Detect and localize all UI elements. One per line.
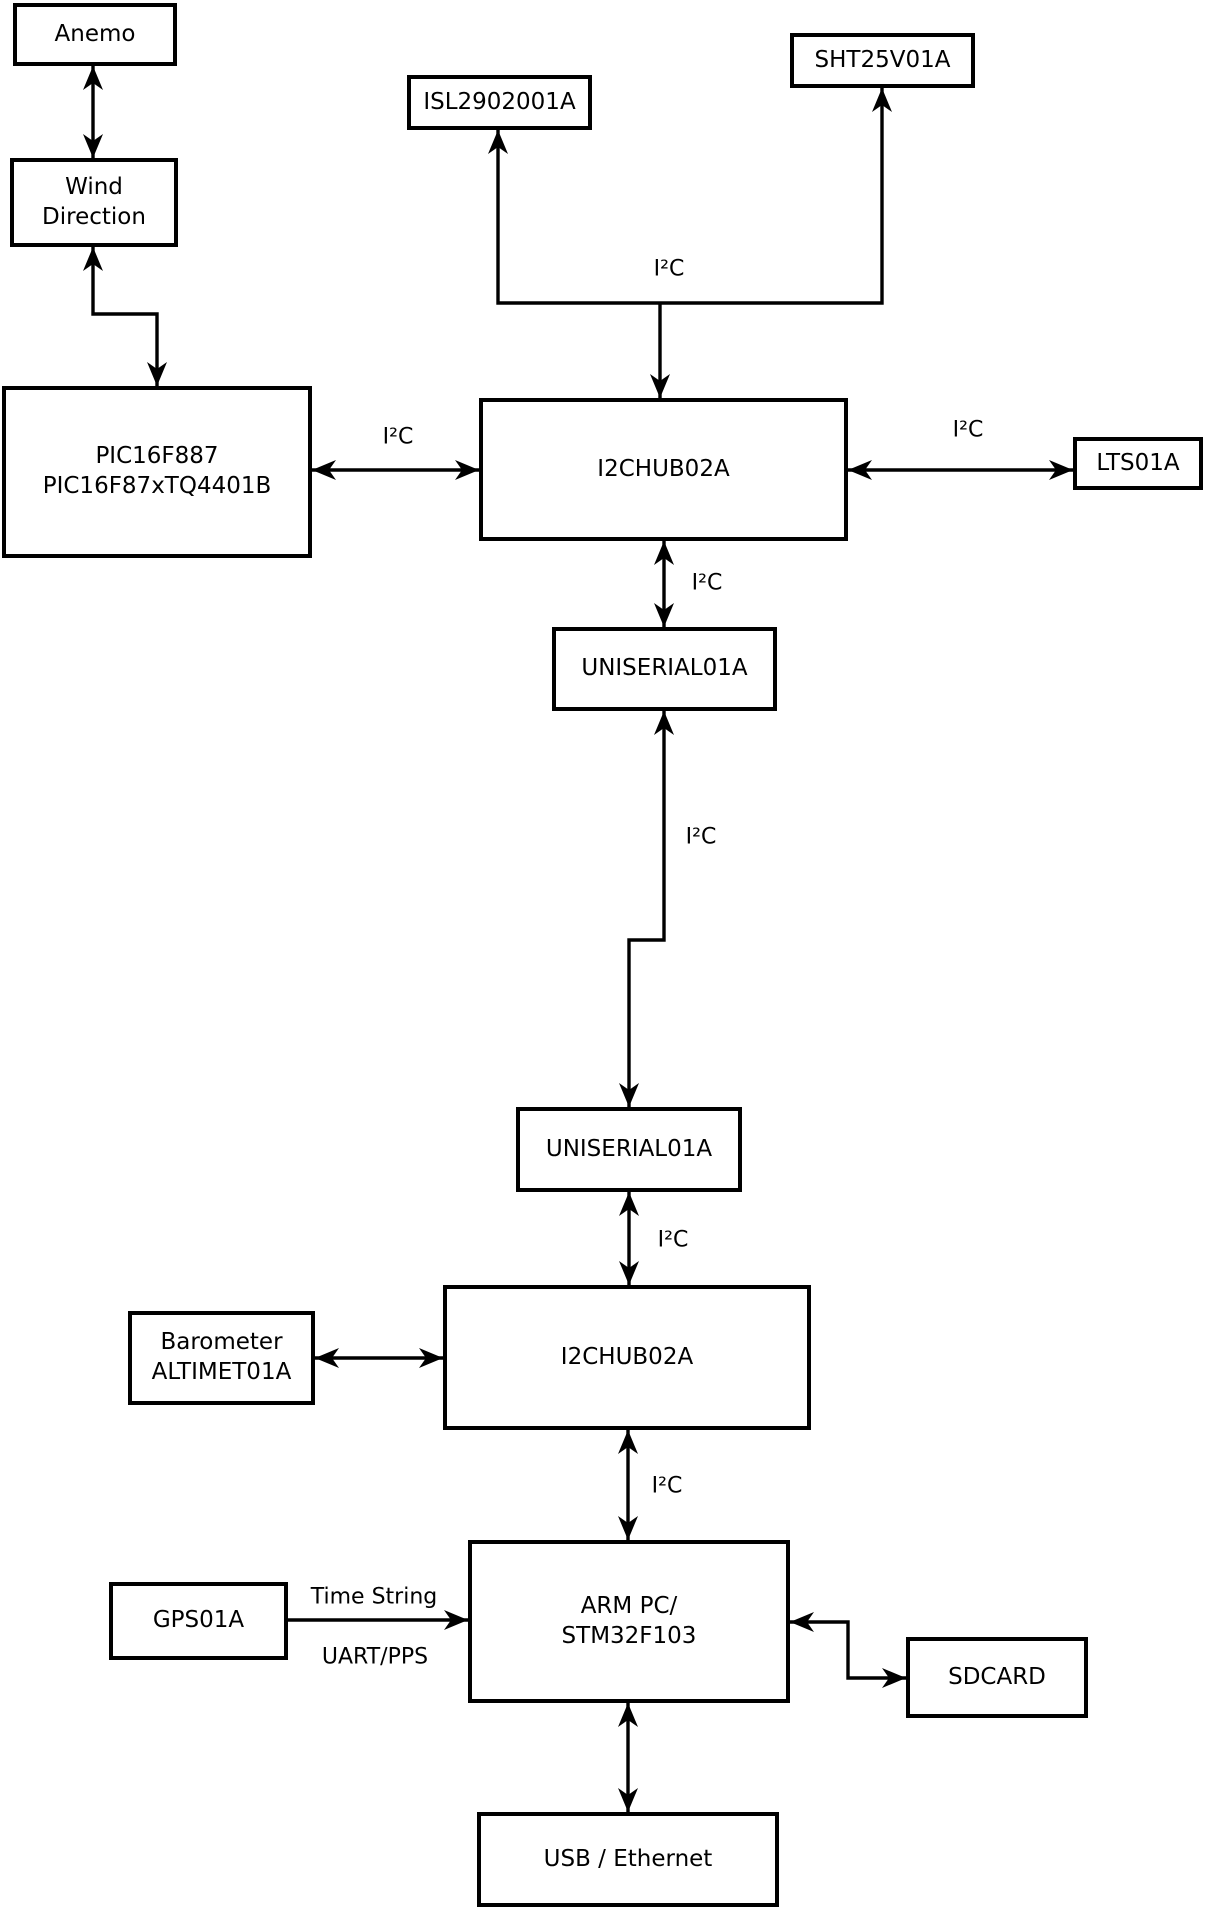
node-sdcard: SDCARD: [906, 1637, 1088, 1718]
node-barometer-altimet01a: Barometer ALTIMET01A: [128, 1311, 315, 1405]
node-isl2902001a: ISL2902001A: [407, 75, 592, 130]
edge-label-time-string: Time String: [308, 1584, 440, 1610]
edge-label-hub-lts-i2c: I²C: [950, 417, 986, 443]
edge-label-bus-i2c: I²C: [651, 256, 687, 282]
node-uniserial01a-lower: UNISERIAL01A: [516, 1107, 742, 1192]
node-anemo: Anemo: [13, 3, 177, 66]
node-pic16f887: PIC16F887 PIC16F87xTQ4401B: [2, 386, 312, 558]
edge-label-hub2-arm-i2c: I²C: [649, 1473, 685, 1499]
connector-bus-isl-sht: [488, 88, 892, 305]
node-uniserial01a-upper: UNISERIAL01A: [552, 627, 777, 711]
node-sht25v01a: SHT25V01A: [790, 33, 975, 88]
edge-label-uniserial-link-i2c: I²C: [683, 824, 719, 850]
edge-label-uart-pps: UART/PPS: [319, 1644, 431, 1670]
node-arm-pc-stm32f103: ARM PC/ STM32F103: [468, 1540, 790, 1703]
node-wind-direction: Wind Direction: [10, 158, 178, 247]
edge-label-pic-hub-i2c: I²C: [380, 424, 416, 450]
connector-wind-pic: [83, 247, 167, 386]
node-gps01a: GPS01A: [109, 1582, 288, 1660]
node-i2chub02a-bottom: I2CHUB02A: [443, 1285, 811, 1430]
edge-label-uniserial-hub2-i2c: I²C: [655, 1227, 691, 1253]
node-usb-ethernet: USB / Ethernet: [477, 1812, 779, 1907]
node-i2chub02a-top: I2CHUB02A: [479, 398, 848, 541]
edge-label-hub-uniserial-i2c: I²C: [689, 570, 725, 596]
node-lts01a: LTS01A: [1073, 437, 1203, 490]
connector-uniserial1-uniserial2: [619, 711, 674, 1107]
connector-arm-sdcard: [790, 1612, 906, 1688]
